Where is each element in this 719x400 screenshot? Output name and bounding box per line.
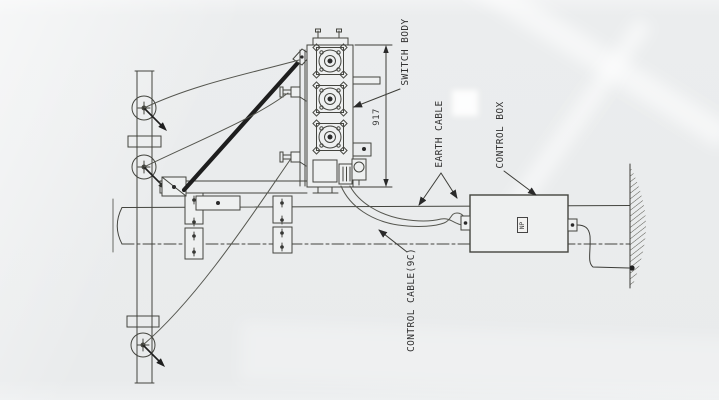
conductor-wires — [142, 59, 300, 346]
control-box-label: CONTROL BOX — [495, 101, 506, 169]
cable-direction-arrow-icon — [158, 122, 167, 131]
switch-body-leader — [353, 88, 401, 108]
control-box-leader — [503, 170, 537, 196]
crossarm-strip — [126, 70, 162, 384]
dimension-917 — [344, 44, 393, 188]
bushing-2 — [312, 81, 348, 117]
mounting-frame — [159, 176, 319, 211]
bushing-3 — [312, 119, 348, 155]
earth-cable-leader-b — [440, 172, 458, 199]
switch-body-label: SWITCH BODY — [400, 18, 411, 86]
pole-clamp-band-2 — [272, 195, 293, 254]
earth-cable-wire — [576, 224, 635, 271]
control-cable-wires — [340, 185, 471, 227]
dimension-arrow-icon — [383, 179, 389, 187]
dimension-arrow-icon — [383, 45, 389, 53]
pulley-3 — [130, 332, 165, 367]
control-cable-label: CONTROL CABLE(9C) — [406, 247, 417, 352]
control-box-nameplate-text: NP — [518, 221, 526, 229]
side-bolt-assembly-2 — [279, 151, 307, 167]
control-box-nameplate: NP — [517, 217, 528, 233]
pole-clamp-band-1 — [184, 192, 204, 260]
earth-connection-point — [629, 265, 635, 271]
cable-direction-arrow-icon — [156, 358, 165, 367]
side-bolt-assembly-1 — [279, 86, 307, 102]
earth-cable-label: EARTH CABLE — [434, 100, 445, 168]
pulley-1 — [131, 95, 167, 131]
guy-brace — [181, 48, 312, 193]
dimension-917-label: 917 — [372, 108, 382, 126]
control-cable-leader — [378, 229, 408, 253]
bushing-1 — [312, 43, 348, 79]
leader-lines — [353, 88, 537, 253]
earth-cable-leader-a — [418, 172, 442, 206]
mechanism-box — [312, 142, 372, 194]
